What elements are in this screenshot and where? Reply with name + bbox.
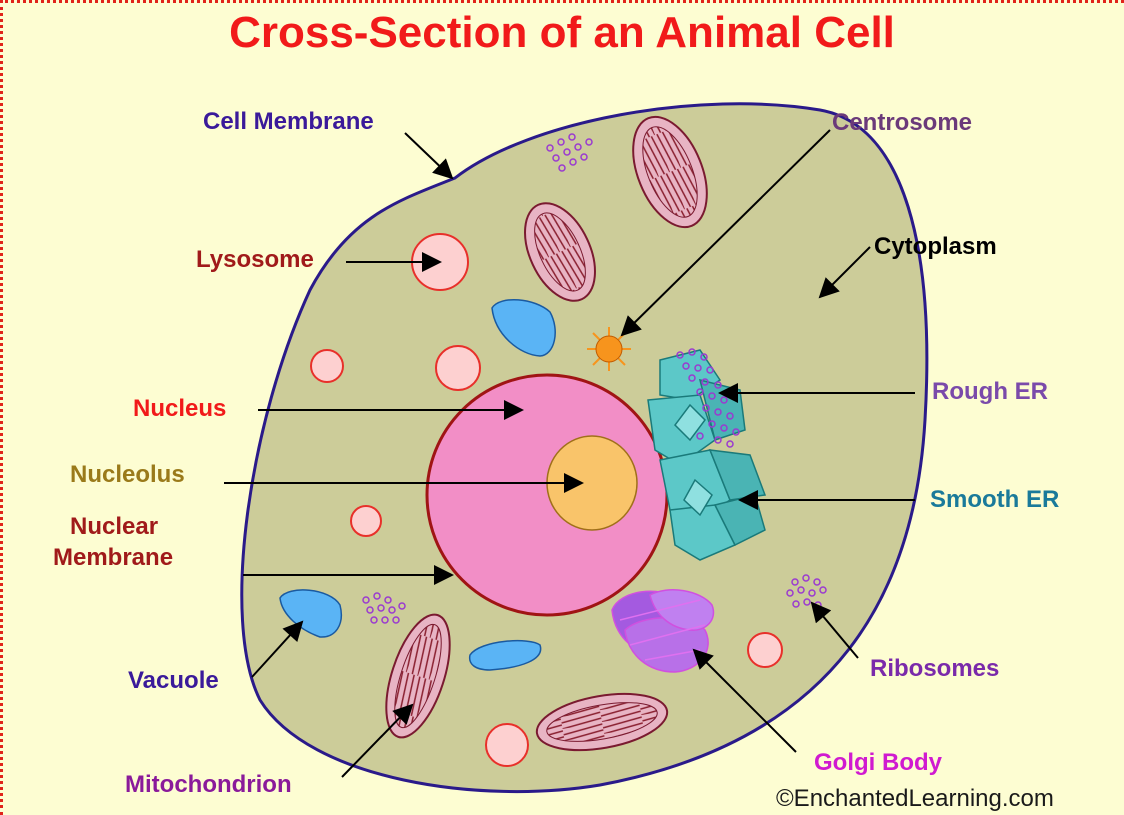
label-lysosome: Lysosome xyxy=(196,246,314,273)
lysosome xyxy=(351,506,381,536)
label-nucleus: Nucleus xyxy=(133,395,226,422)
label-cytoplasm: Cytoplasm xyxy=(874,233,997,260)
label-nucleolus: Nucleolus xyxy=(70,461,185,488)
lysosome xyxy=(748,633,782,667)
label-ribosomes: Ribosomes xyxy=(870,655,999,682)
label-smooth-er: Smooth ER xyxy=(930,486,1059,513)
label-golgi-body: Golgi Body xyxy=(814,749,943,776)
lysosome xyxy=(436,346,480,390)
label-vacuole: Vacuole xyxy=(128,667,219,694)
label-centrosome: Centrosome xyxy=(832,109,972,136)
cell-membrane-pointer xyxy=(405,133,452,178)
lysosome xyxy=(486,724,528,766)
lysosome xyxy=(311,350,343,382)
label-cell-membrane: Cell Membrane xyxy=(203,108,374,135)
label-rough-er: Rough ER xyxy=(932,378,1048,405)
label-mitochondrion: Mitochondrion xyxy=(125,771,292,798)
label-nuclear-membrane-line1: Nuclear xyxy=(70,513,158,540)
copyright-text: ©EnchantedLearning.com xyxy=(776,785,1054,812)
label-nuclear-membrane-line2: Membrane xyxy=(53,544,173,571)
